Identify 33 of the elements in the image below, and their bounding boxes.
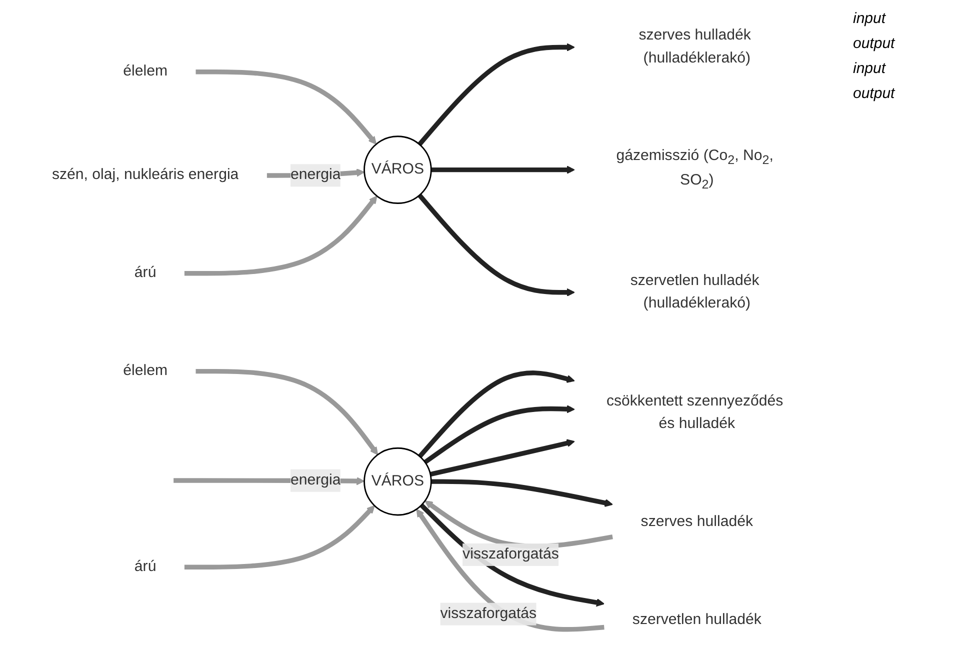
arrow — [431, 166, 575, 174]
flow-label: input — [853, 60, 887, 77]
arrow — [196, 368, 378, 456]
node-text: árú — [134, 558, 156, 575]
arrow — [184, 505, 375, 570]
node-text: élelem — [123, 362, 168, 379]
arrow — [418, 370, 575, 458]
edge-label: visszaforgatás — [440, 606, 537, 622]
flow-label: output — [853, 85, 896, 102]
arrow — [196, 70, 377, 145]
node-text: szerves hulladék (hulladéklerakó) — [638, 27, 751, 66]
node-text: szerves hulladék — [640, 514, 754, 530]
arrow — [424, 404, 575, 464]
arrow — [431, 479, 613, 508]
arrow — [418, 194, 575, 297]
node-circle: VÁROS — [364, 447, 432, 516]
arrow — [416, 508, 604, 632]
node-circle: VÁROS — [364, 136, 432, 204]
arrow — [430, 439, 575, 477]
flow-label: output — [853, 35, 896, 52]
edge-label: energia — [290, 166, 341, 183]
arrow — [184, 196, 378, 276]
arrow — [418, 43, 575, 146]
node-text: gázemisszió (Co$_{2}$, No$_{2}$, SO$_{2}$) — [616, 148, 774, 192]
edge-label: energia — [290, 472, 341, 488]
edge-label: visszaforgatás — [462, 546, 559, 562]
flow-label: input — [853, 10, 887, 27]
node-text: szervetlen hulladék — [632, 612, 762, 628]
node-text: csökkentett szennyeződés és hulladék — [606, 393, 784, 432]
node-text: szén, olaj, nukleáris energia — [52, 166, 239, 183]
node-text: árú — [134, 264, 156, 281]
node-text: élelem — [123, 63, 168, 80]
node-text: szervetlen hulladék (hulladéklerakó) — [630, 272, 760, 312]
